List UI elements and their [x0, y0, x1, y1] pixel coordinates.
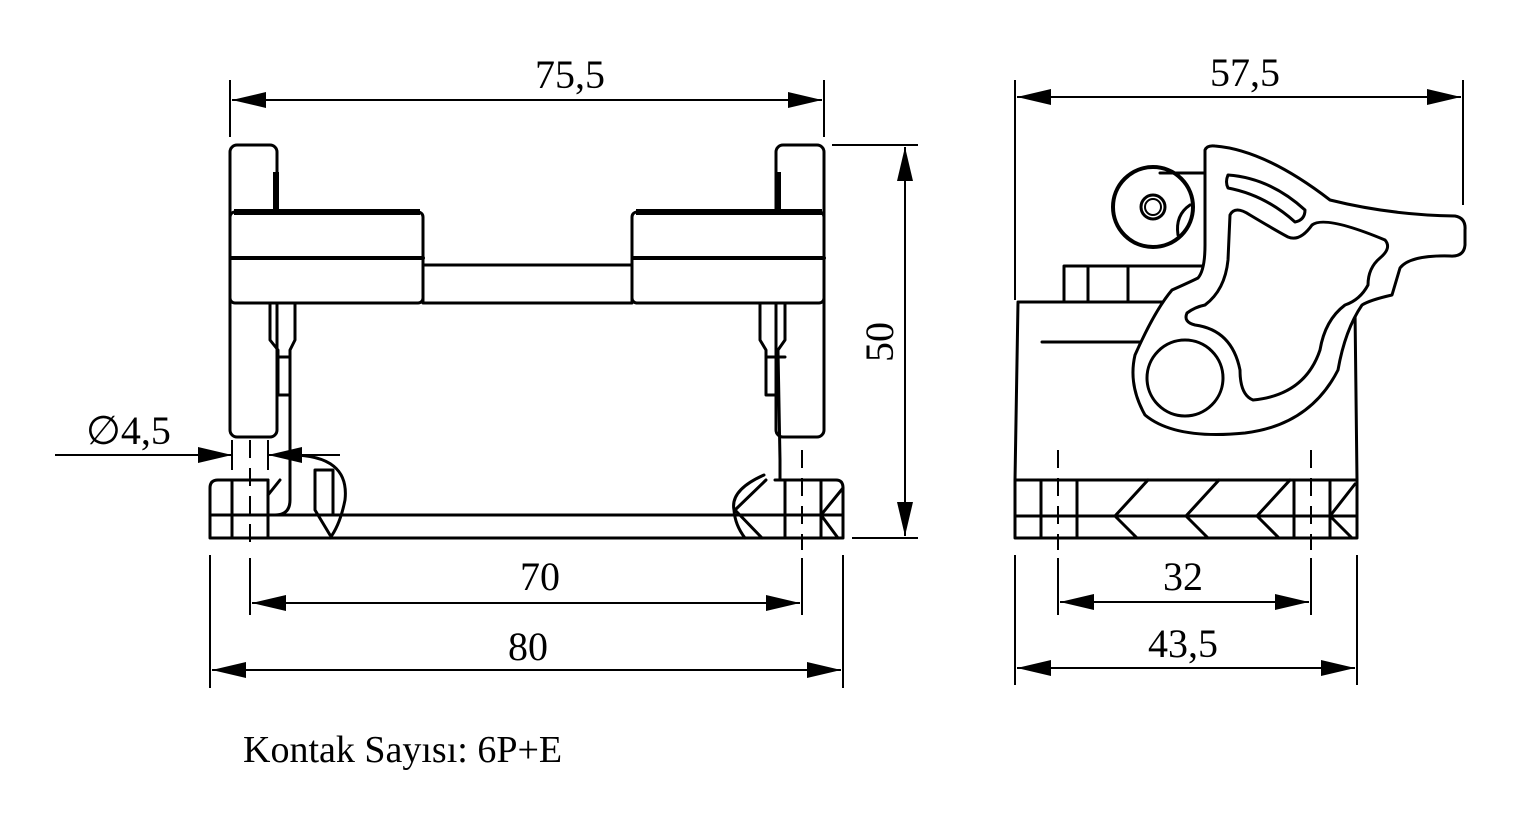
- dim-width-top-front: 75,5: [535, 52, 605, 97]
- dim-height: 50: [857, 322, 902, 362]
- dim-hole-spacing-front: 70: [520, 554, 560, 599]
- latch-cutout: [1184, 208, 1390, 402]
- contact-count-caption: Kontak Sayısı: 6P+E: [243, 729, 563, 771]
- dim-width-top-side: 57,5: [1210, 50, 1280, 95]
- bridge: [421, 263, 634, 305]
- side-base: [1013, 478, 1359, 540]
- dimensions: 75,5 57,5 50 ∅4,5 70 80: [55, 50, 1464, 688]
- pivot-hole: [1145, 338, 1225, 418]
- front-view: [208, 143, 845, 550]
- dim-hole-diameter: ∅4,5: [86, 408, 171, 453]
- dim-width-base-side: 43,5: [1148, 621, 1218, 666]
- side-view: [1013, 144, 1467, 550]
- dim-hole-spacing-side: 32: [1163, 554, 1203, 599]
- roller: [1111, 165, 1195, 249]
- dim-width-base-front: 80: [508, 624, 548, 669]
